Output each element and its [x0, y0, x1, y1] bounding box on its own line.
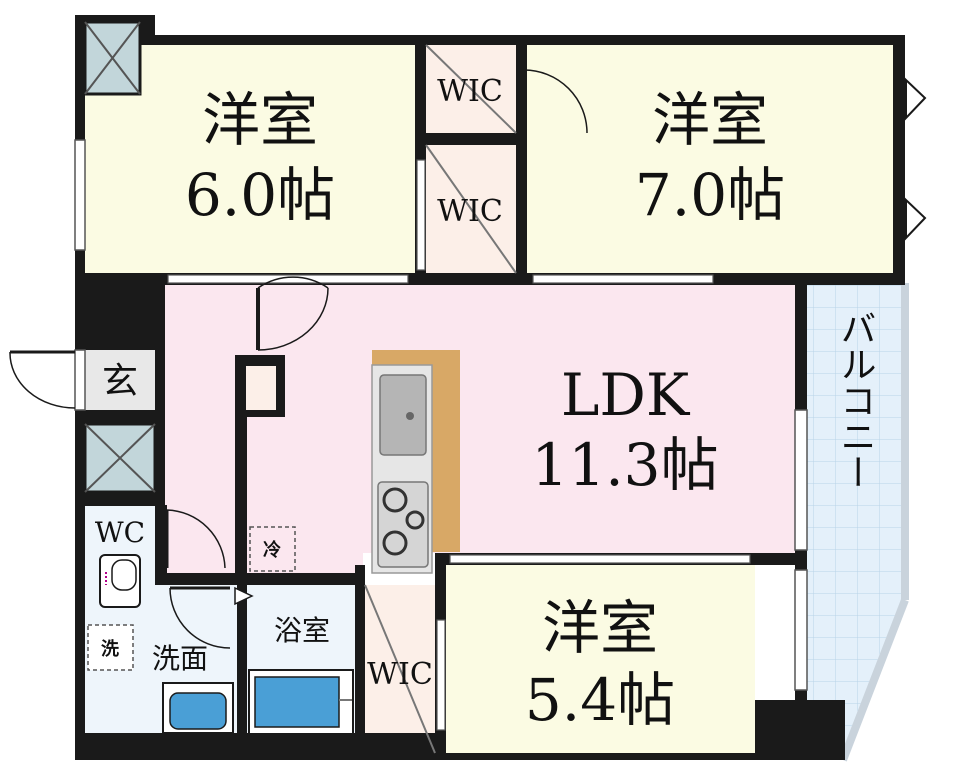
wic-3-diagonal [364, 584, 436, 754]
ldk-floor [165, 285, 795, 553]
wc-label: WC [95, 516, 145, 549]
bedroom-tr-floor [527, 45, 893, 273]
ldk-name: LDK [561, 361, 691, 429]
bed-tl-name: 洋室 [202, 86, 318, 154]
door-wic-1[interactable] [522, 69, 588, 134]
windows [74, 139, 808, 691]
washbasin-icon [162, 682, 234, 734]
bed-tl-size: 6.0帖 [185, 161, 335, 229]
wic-3-label: WIC [367, 657, 433, 692]
closet-inner [246, 366, 276, 410]
kitchen-counter [371, 350, 460, 574]
washroom-label: 洗面 [152, 642, 208, 675]
door-wc[interactable] [165, 509, 226, 569]
washer-space [87, 624, 134, 671]
bath-label: 浴室 [274, 614, 330, 647]
bed-tr-size: 7.0帖 [635, 161, 785, 229]
fridge-label: 冷 [263, 539, 281, 561]
door-balcony-right[interactable] [905, 77, 927, 241]
bed-br-name: 洋室 [542, 594, 658, 662]
storage-box-entrance [83, 422, 157, 494]
door-ldk-hall[interactable] [256, 276, 329, 351]
wic-2-diagonal [425, 144, 517, 274]
sliding-doors [167, 159, 751, 731]
bed-tr-name: 洋室 [652, 86, 768, 154]
bathtub-icon [248, 669, 354, 735]
door-entrance[interactable] [9, 350, 76, 409]
bedroom-br-floor [446, 565, 755, 753]
wic-1-label: WIC [437, 74, 503, 109]
balcony [805, 283, 909, 762]
entrance-floor [85, 350, 155, 410]
storage-box-top [83, 20, 142, 96]
door-wash[interactable] [169, 586, 254, 649]
wic-2-label: WIC [437, 194, 503, 229]
wic-1-diagonal [425, 44, 517, 134]
fridge-space [249, 526, 296, 572]
ldk-size: 11.3帖 [531, 431, 718, 499]
entrance-label: 玄 [102, 361, 138, 402]
bed-br-size: 5.4帖 [525, 666, 675, 734]
toilet-icon [99, 554, 141, 608]
balcony-label: バルコニー [835, 310, 876, 490]
washer-label: 洗 [101, 638, 119, 660]
